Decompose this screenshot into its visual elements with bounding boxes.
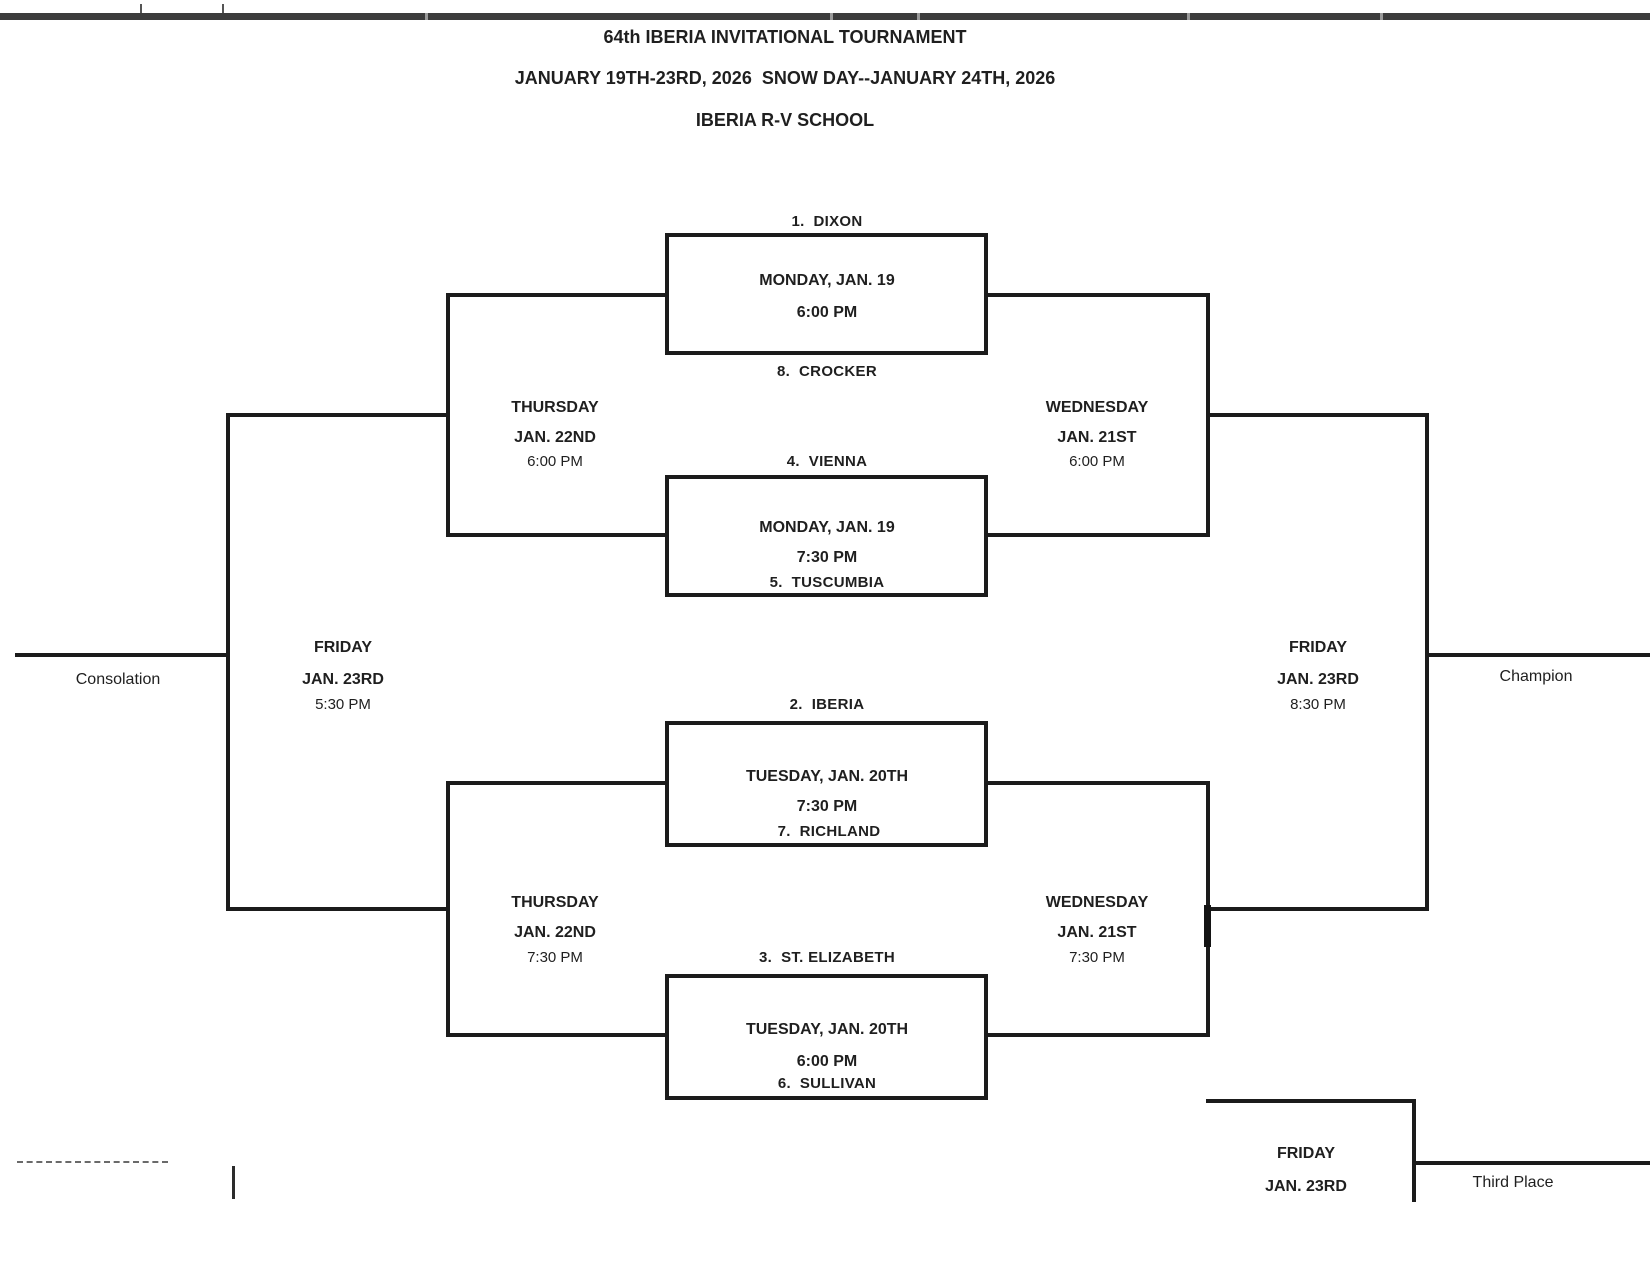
game2-time: 7:30 PM [796, 549, 858, 567]
champion-label: Champion [1499, 668, 1573, 686]
semi2-date: JAN. 21ST [1057, 429, 1137, 447]
bracket-line-game1-right [985, 293, 1210, 297]
tournament-dates: JANUARY 19TH-23RD, 2026 SNOW DAY--JANUAR… [514, 68, 1056, 89]
page-edge-tick [140, 4, 142, 13]
team-label-seed4: 4. VIENNA [786, 452, 868, 470]
bracket-line-semi-championship-top [1208, 413, 1429, 417]
bracket-line-semi-championship-bottom [1208, 907, 1429, 911]
semi2-day: WEDNESDAY [1045, 399, 1149, 417]
team-label-seed7: 7. RICHLAND [777, 822, 881, 840]
bracket-line-game4-right [985, 1033, 1210, 1037]
bracket-line-thirdplace-winner [1412, 1161, 1650, 1165]
page-edge-bar-gap [830, 13, 833, 20]
game2-date: MONDAY, JAN. 19 [759, 519, 895, 537]
text-cursor-mark [232, 1166, 235, 1199]
bracket-line-game3-right [985, 781, 1210, 785]
page-edge-bar-gap [1187, 13, 1190, 20]
game1-date: MONDAY, JAN. 19 [759, 272, 895, 290]
bracket-join-consolation-final [226, 413, 230, 911]
consolation-final-date: JAN. 23RD [302, 671, 384, 689]
semi3-time: 7:30 PM [527, 948, 583, 966]
semi2-time: 6:00 PM [1069, 452, 1125, 470]
game1-time: 6:00 PM [796, 304, 858, 322]
bracket-line-semi-consolation-top [228, 413, 448, 417]
bracket-line-consolation-winner [15, 653, 228, 657]
consolation-final-day: FRIDAY [313, 639, 373, 657]
bracket-line-game4-left [448, 1033, 669, 1037]
semi4-time: 7:30 PM [1069, 948, 1125, 966]
game3-date: TUESDAY, JAN. 20TH [745, 768, 909, 786]
bracket-join-championship-final [1425, 413, 1429, 911]
tournament-venue: IBERIA R-V SCHOOL [695, 110, 875, 131]
ink-artifact [1204, 905, 1211, 947]
bracket-line-thirdplace-top [1206, 1099, 1416, 1103]
game4-time: 6:00 PM [796, 1053, 858, 1071]
semi4-day: WEDNESDAY [1045, 894, 1149, 912]
bracket-line-game2-right [985, 533, 1210, 537]
consolation-label: Consolation [75, 671, 161, 689]
semi1-date: JAN. 22ND [514, 429, 596, 447]
thirdplace-date: JAN. 23RD [1265, 1178, 1347, 1196]
page-edge-bar-gap [1380, 13, 1383, 20]
game4-date: TUESDAY, JAN. 20TH [745, 1021, 909, 1039]
page-edge-bar-gap [917, 13, 920, 20]
bracket-line-game3-left [448, 781, 669, 785]
championship-final-time: 8:30 PM [1290, 695, 1346, 713]
semi1-time: 6:00 PM [527, 452, 583, 470]
bracket-line-game1-left [448, 293, 669, 297]
championship-final-day: FRIDAY [1288, 639, 1348, 657]
team-label-seed1: 1. DIXON [791, 212, 863, 230]
bracket-line-game2-left [448, 533, 669, 537]
consolation-final-time: 5:30 PM [315, 695, 371, 713]
team-label-seed5: 5. TUSCUMBIA [769, 573, 885, 591]
bracket-join-consolation-top [446, 293, 450, 537]
dashed-rule [17, 1161, 168, 1163]
tournament-title: 64th IBERIA INVITATIONAL TOURNAMENT [603, 27, 967, 48]
semi4-date: JAN. 21ST [1057, 924, 1137, 942]
bracket-line-semi-consolation-bottom [228, 907, 448, 911]
game-box-1 [665, 233, 988, 355]
bracket-line-champion-winner [1427, 653, 1650, 657]
third-place-label: Third Place [1472, 1174, 1554, 1192]
team-label-seed2: 2. IBERIA [789, 695, 865, 713]
thirdplace-day: FRIDAY [1276, 1145, 1336, 1163]
game-box-4 [665, 974, 988, 1100]
semi1-day: THURSDAY [511, 399, 599, 417]
semi3-day: THURSDAY [511, 894, 599, 912]
team-label-seed8: 8. CROCKER [777, 362, 877, 380]
championship-final-date: JAN. 23RD [1277, 671, 1359, 689]
game3-time: 7:30 PM [796, 798, 858, 816]
team-label-seed3: 3. ST. ELIZABETH [759, 948, 895, 966]
page-edge-bar [0, 13, 1650, 20]
page-edge-tick [222, 4, 224, 13]
page-edge-bar-gap [425, 13, 428, 20]
semi3-date: JAN. 22ND [514, 924, 596, 942]
bracket-join-thirdplace [1412, 1099, 1416, 1202]
team-label-seed6: 6. SULLIVAN [777, 1074, 877, 1092]
bracket-join-consolation-bottom [446, 781, 450, 1037]
